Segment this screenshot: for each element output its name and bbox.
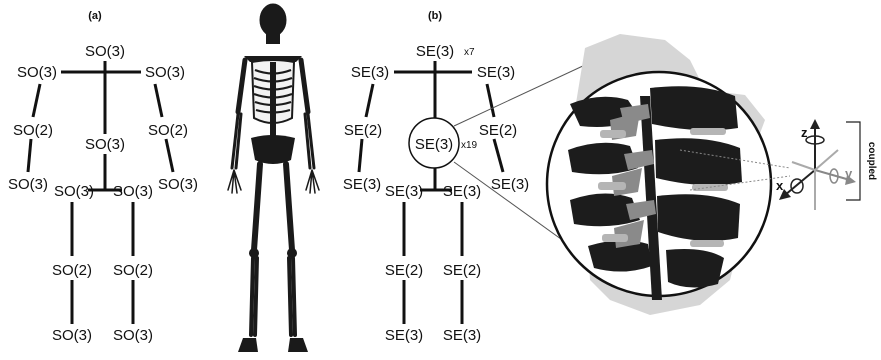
panel-b: (b) SE(3) x7 SE(3) SE(3) SE(2) SE(2) SE(… <box>343 10 529 344</box>
b-node-left-elbow: SE(2) <box>344 122 382 139</box>
b-node-right-wrist: SE(3) <box>491 176 529 193</box>
panel-b-label: (b) <box>428 10 442 22</box>
a-node-left-elbow: SO(2) <box>13 122 53 139</box>
a-node-right-elbow: SO(2) <box>148 122 188 139</box>
panel-a: (a) SO(3) SO(3) SO(3) SO(2) SO(2) SO(3) … <box>8 10 198 344</box>
b-node-right-shoulder: SE(3) <box>477 64 515 81</box>
a-node-right-wrist: SO(3) <box>158 176 198 193</box>
axis-y-label: y <box>845 166 853 181</box>
a-node-left-hip: SO(3) <box>54 183 94 200</box>
a-node-spine: SO(3) <box>85 136 125 153</box>
b-node-right-knee: SE(2) <box>443 262 481 279</box>
b-node-right-hip: SE(3) <box>443 183 481 200</box>
a-node-left-wrist: SO(3) <box>8 176 48 193</box>
coordinate-axes: z x y <box>776 119 856 210</box>
a-node-root: SO(3) <box>85 43 125 60</box>
a-node-left-ankle: SO(3) <box>52 327 92 344</box>
a-node-left-knee: SO(2) <box>52 262 92 279</box>
b-node-left-shoulder: SE(3) <box>351 64 389 81</box>
b-node-spine: SE(3) <box>415 136 453 153</box>
a-node-right-ankle: SO(3) <box>113 327 153 344</box>
a-node-right-knee: SO(2) <box>113 262 153 279</box>
b-node-left-ankle: SE(3) <box>385 327 423 344</box>
a-node-right-hip: SO(3) <box>113 183 153 200</box>
b-node-left-knee: SE(2) <box>385 262 423 279</box>
b-node-root-multiplier: x7 <box>464 47 475 58</box>
coupled-label: coupled <box>866 142 877 180</box>
b-node-left-wrist: SE(3) <box>343 176 381 193</box>
skeleton-figure <box>228 4 319 352</box>
spine-closeup <box>547 34 790 315</box>
b-node-right-ankle: SE(3) <box>443 327 481 344</box>
axis-x-label: x <box>776 178 784 193</box>
panel-a-label: (a) <box>88 10 102 22</box>
a-node-left-shoulder: SO(3) <box>17 64 57 81</box>
a-node-right-shoulder: SO(3) <box>145 64 185 81</box>
coupled-bracket: coupled <box>846 122 877 200</box>
b-node-root: SE(3) <box>416 43 454 60</box>
b-node-spine-multiplier: x19 <box>461 140 478 151</box>
b-node-left-hip: SE(3) <box>385 183 423 200</box>
axis-z-label: z <box>801 125 808 140</box>
b-node-right-elbow: SE(2) <box>479 122 517 139</box>
